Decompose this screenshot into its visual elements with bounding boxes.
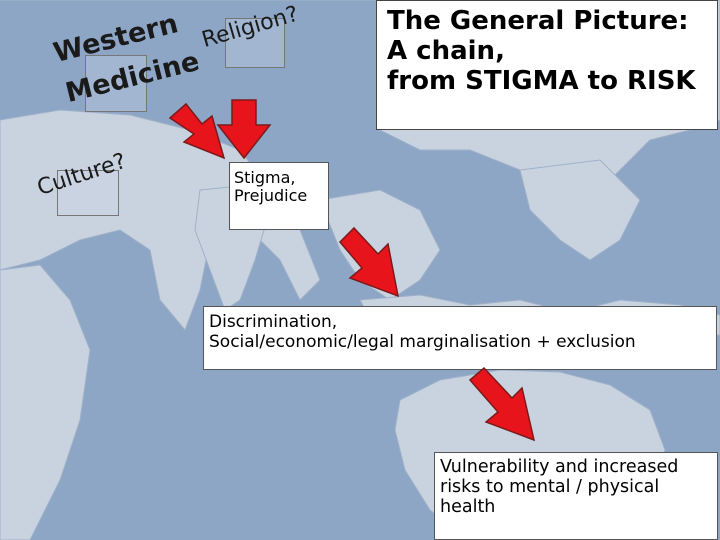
culture-frame (57, 170, 119, 216)
discrimination-box: Discrimination, Social/economic/legal ma… (203, 306, 717, 370)
stigma-box: Stigma, Prejudice (229, 162, 329, 230)
discrimination-line-2: Social/economic/legal marginalisation + … (209, 331, 636, 352)
vulnerability-line-1: Vulnerability and increased (440, 457, 679, 477)
title-line-1: The General Picture: (387, 6, 689, 36)
western-medicine-frame (85, 55, 147, 112)
landmass-east-asia (519, 159, 641, 261)
religion-frame (225, 18, 285, 68)
vulnerability-line-2: risks to mental / physical (440, 477, 660, 498)
vulnerability-line-3: health (440, 497, 496, 518)
title-line-2: A chain, (387, 35, 505, 66)
title-line-3: from STIGMA to RISK (387, 65, 696, 96)
vulnerability-box: Vulnerability and increased risks to men… (434, 452, 718, 540)
title-box: The General Picture: A chain, from STIGM… (376, 0, 718, 130)
stigma-line-2: Prejudice (234, 186, 308, 206)
landmass-africa (0, 264, 91, 540)
stigma-line-1: Stigma, (234, 168, 296, 187)
discrimination-line-1: Discrimination, (209, 312, 338, 332)
